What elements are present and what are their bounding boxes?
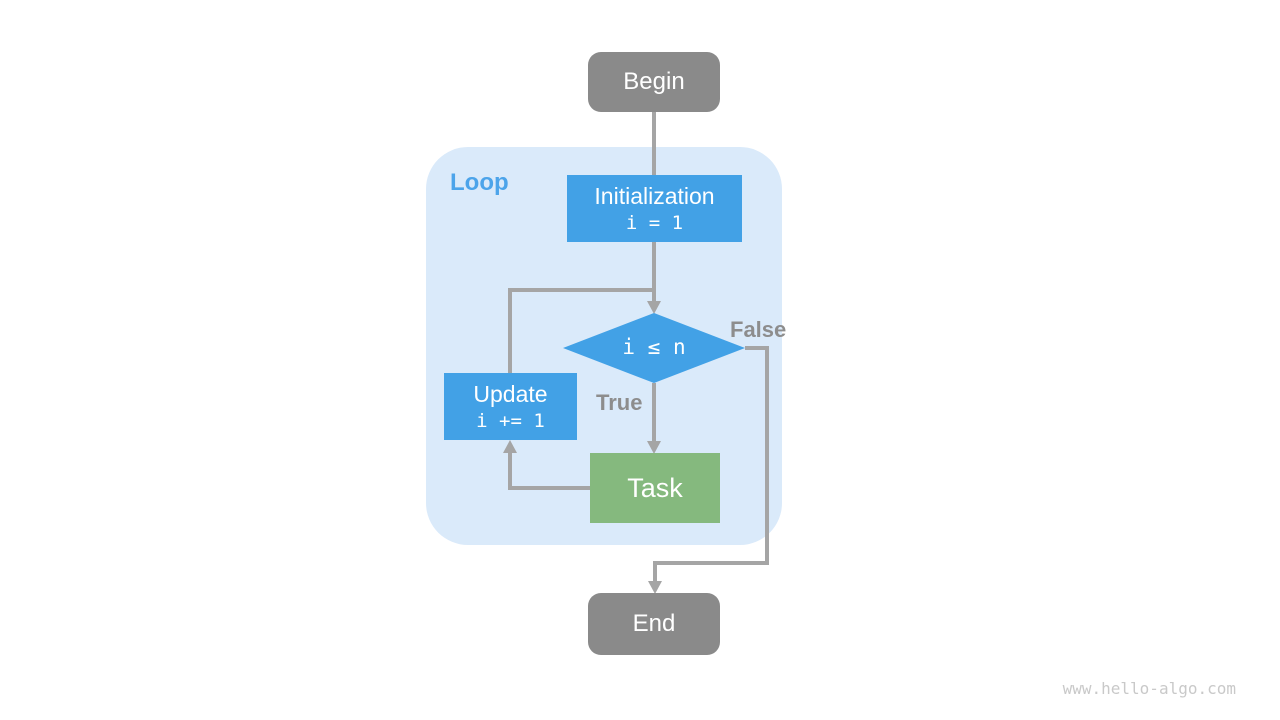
loop-label: Loop	[450, 169, 509, 196]
begin-node: Begin	[588, 52, 720, 112]
edge-task-update-vertical	[508, 450, 512, 490]
update-node: Update i += 1	[444, 373, 577, 440]
arrowhead-into-update	[503, 440, 517, 453]
arrowhead-into-condition	[647, 301, 661, 314]
begin-node-label: Begin	[623, 68, 685, 95]
true-edge-label: True	[596, 390, 643, 415]
task-node: Task	[590, 453, 720, 523]
edge-false-segment-1	[745, 346, 769, 350]
edge-begin-initialization	[652, 112, 656, 175]
condition-diamond-code: i ≤ n	[622, 335, 686, 360]
end-node-label: End	[632, 610, 676, 637]
end-node: End	[588, 593, 720, 655]
arrowhead-into-task	[647, 441, 661, 454]
edge-update-condition-horizontal	[508, 288, 656, 292]
edge-false-segment-2	[765, 346, 769, 565]
arrowhead-into-end	[648, 581, 662, 594]
edge-initialization-condition	[652, 242, 656, 303]
task-node-label: Task	[627, 472, 683, 503]
edge-false-segment-3	[653, 561, 769, 565]
initialization-node-title: Initialization	[594, 182, 715, 209]
edge-task-update-horizontal	[508, 486, 592, 490]
watermark: www.hello-algo.com	[1062, 679, 1236, 698]
update-node-code: i += 1	[476, 409, 545, 432]
update-node-title: Update	[473, 380, 548, 407]
initialization-node: Initialization i = 1	[567, 175, 742, 242]
initialization-node-code: i = 1	[625, 211, 684, 234]
edge-update-condition-vertical	[508, 288, 512, 373]
edge-false-segment-4	[653, 561, 657, 583]
false-edge-label: False	[730, 317, 787, 342]
edge-condition-task	[652, 383, 656, 441]
